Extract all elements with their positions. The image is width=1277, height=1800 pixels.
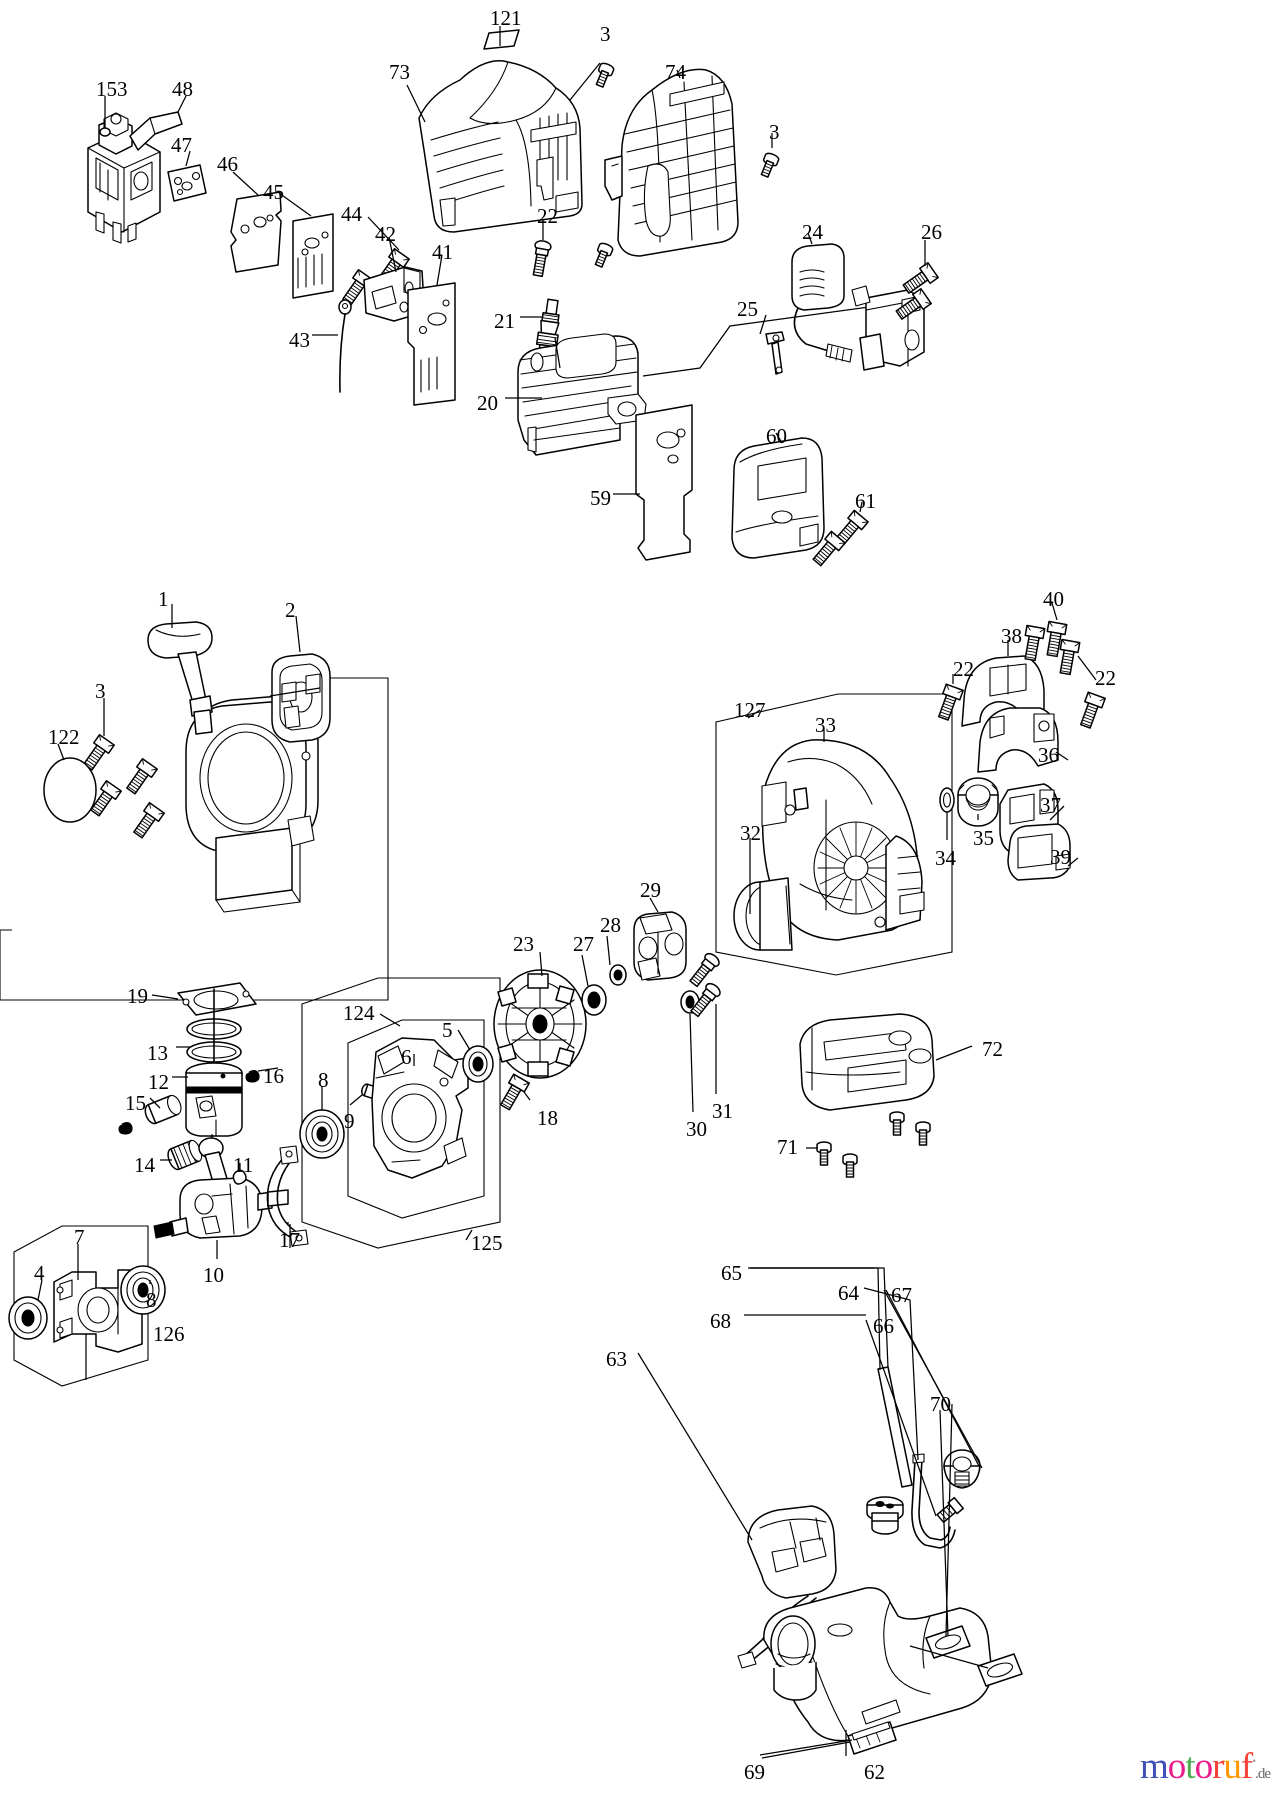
callout-20: 20 [477,391,498,415]
callout-39: 39 [1050,845,1071,869]
callout-19: 19 [127,984,148,1008]
watermark-letter: o [1167,1746,1186,1787]
callout-26: 26 [921,220,942,244]
callout-31: 31 [712,1099,733,1123]
callout-66: 66 [873,1314,894,1338]
callout-37: 37 [1040,793,1061,817]
watermark-suffix: .de [1255,1766,1271,1782]
watermark-letter: r [1212,1746,1224,1787]
callout-8-crankcase: 8 [318,1068,329,1092]
callout-6: 6 [401,1045,412,1069]
callout-46: 46 [217,152,238,176]
callout-63: 63 [606,1347,627,1371]
watermark-letter: u [1223,1746,1241,1787]
callout-21: 21 [494,309,515,333]
callout-12: 12 [148,1070,169,1094]
callout-32: 32 [740,821,761,845]
callout-17: 17 [279,1228,300,1252]
callout-3-starter: 3 [95,679,106,703]
callout-121: 121 [490,6,522,30]
callout-67: 67 [891,1283,912,1307]
callout-70: 70 [930,1392,951,1416]
callout-126: 126 [153,1322,185,1346]
callout-59: 59 [590,486,611,510]
callout-30: 30 [686,1117,707,1141]
callout-10: 10 [203,1263,224,1287]
callout-35: 35 [973,826,994,850]
callout-2: 2 [285,598,296,622]
callout-34: 34 [935,846,956,870]
callout-22-fan: 22 [953,657,974,681]
callout-72: 72 [982,1037,1003,1061]
callout-60: 60 [766,424,787,448]
callout-69: 69 [744,1760,765,1784]
callout-125: 125 [471,1231,503,1255]
callout-14: 14 [134,1153,155,1177]
callout-127: 127 [734,698,766,722]
callout-22-spark: 22 [537,204,558,228]
callout-36: 36 [1038,743,1059,767]
callout-38: 38 [1001,624,1022,648]
watermark-letter: f [1240,1746,1253,1787]
callout-7: 7 [74,1225,85,1249]
callout-28: 28 [600,913,621,937]
callout-68: 68 [710,1309,731,1333]
callout-124: 124 [343,1001,375,1025]
callout-18: 18 [537,1106,558,1130]
callout-22-clamp: 22 [1095,666,1116,690]
callout-15: 15 [125,1091,146,1115]
callout-23: 23 [513,932,534,956]
callout-74: 74 [665,60,686,84]
callout-45: 45 [263,180,284,204]
callout-4: 4 [34,1261,45,1285]
callout-3-top-left: 3 [600,22,611,46]
callout-1: 1 [158,587,169,611]
callout-47: 47 [171,133,192,157]
watermark-dot: • [1252,1755,1256,1768]
motoruf-watermark: motoruf•.de [1140,1746,1271,1787]
callout-42: 42 [375,222,396,246]
watermark-letter: m [1140,1746,1169,1787]
callout-122: 122 [48,725,80,749]
callout-9: 9 [344,1109,355,1133]
callout-25: 25 [737,297,758,321]
callout-64: 64 [838,1281,859,1305]
callout-11: 11 [233,1153,254,1177]
callout-48: 48 [172,77,193,101]
callout-41: 41 [432,240,453,264]
callout-3-top-right: 3 [769,120,780,144]
callout-29: 29 [640,878,661,902]
watermark-letter: t [1185,1746,1195,1787]
callout-5: 5 [442,1018,453,1042]
callout-71: 71 [777,1135,798,1159]
callout-16: 16 [263,1064,284,1088]
callout-62: 62 [864,1760,885,1784]
callout-153: 153 [96,77,128,101]
callout-27: 27 [573,932,594,956]
watermark-letter: o [1194,1746,1213,1787]
callout-13: 13 [147,1041,168,1065]
callout-8-cover: 8 [146,1288,157,1312]
callout-65: 65 [721,1261,742,1285]
callout-43: 43 [289,328,310,352]
callout-33: 33 [815,713,836,737]
callout-24: 24 [802,220,823,244]
callout-61: 61 [855,489,876,513]
callout-73: 73 [389,60,410,84]
callout-44: 44 [341,202,362,226]
callout-40: 40 [1043,587,1064,611]
